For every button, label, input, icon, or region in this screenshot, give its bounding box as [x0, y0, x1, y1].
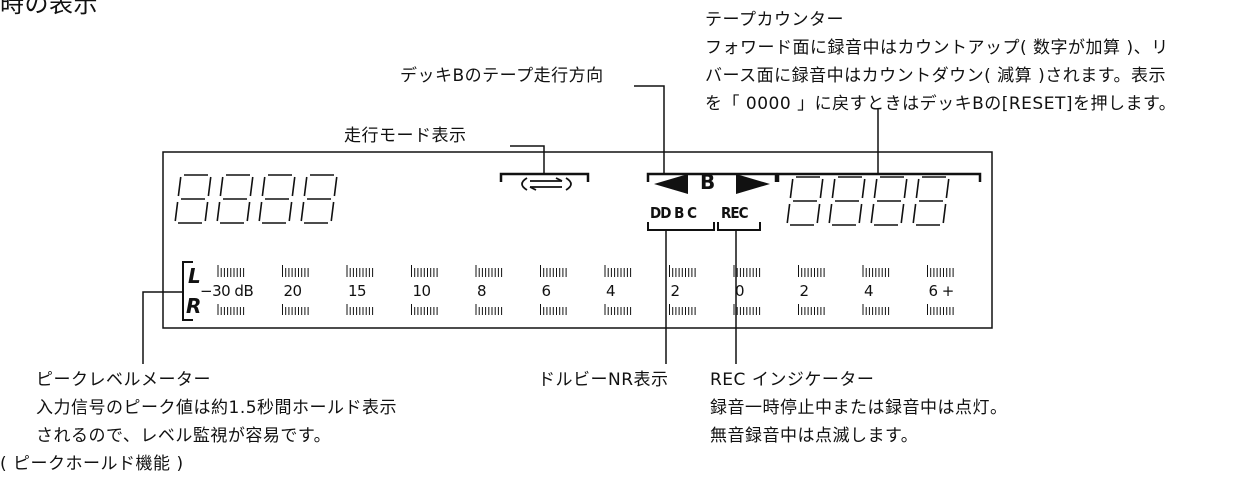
leader-peak-meter [142, 291, 183, 364]
rec-indicator-line-1: 録音一時停止中または録音中は点灯。 [710, 398, 1008, 418]
meter-scale-label: 2 [670, 282, 681, 300]
meter-scale-label: 6 + [928, 282, 955, 300]
meter-segment-12 [927, 265, 954, 315]
meter-segment-4 [411, 265, 438, 315]
left-counter-digit-1 [174, 174, 212, 224]
right-counter-digits [786, 176, 950, 226]
meter-segment-5 [475, 265, 503, 315]
run-mode-label: 走行モード表示 [344, 126, 467, 146]
rec-bracket [717, 222, 761, 231]
left-counter-digit-4 [300, 174, 338, 224]
counter-bracket [776, 172, 982, 182]
meter-segment-11 [862, 265, 890, 315]
left-counter-digit-3 [258, 174, 296, 224]
meter-segment-1 [217, 265, 245, 315]
channel-left-label: L [188, 264, 201, 288]
deck-b-label: B [700, 170, 716, 194]
deck-b-bracket [646, 172, 778, 182]
reverse-arrow-icon [654, 174, 688, 194]
leader-lines [142, 85, 879, 364]
dolby-bracket [647, 222, 715, 231]
meter-scale-label: 4 [606, 282, 616, 300]
meter-segment-3 [346, 265, 374, 315]
left-counter-digit-2 [216, 174, 254, 224]
meter-scale-label: 2 [799, 282, 810, 300]
right-counter-digit-4 [912, 176, 950, 226]
leader-deck-b [634, 85, 665, 174]
peak-meter-line-2: されるので、レベル監視が容易です。 [36, 426, 332, 446]
lr-bracket [182, 261, 193, 321]
right-counter-digit-1 [786, 176, 824, 226]
meter-scale-label: 8 [477, 282, 487, 300]
rec-indicator-annotation: REC インジケーター 録音一時停止中または録音中は点灯。 無音録音中は点滅しま… [710, 366, 1008, 450]
leader-run-mode [510, 145, 545, 174]
peak-meter-line-1: 入力信号のピーク値は約1.5秒間ホールド表示 [36, 398, 398, 418]
meter-scale-label: 20 [283, 282, 303, 300]
deck-b-direction-label: デッキBのテープ走行方向 [400, 66, 604, 86]
channel-right-label: R [186, 294, 202, 318]
meter-segment-6 [540, 265, 567, 315]
meter-scale-label: 4 [864, 282, 874, 300]
rec-badge: REC [721, 204, 749, 222]
dolby-nr-label: ドルビーNR表示 [538, 370, 669, 390]
level-meter-ticks [217, 265, 954, 315]
tape-counter-line-3: を「 0000 」に戻すときはデッキBの[RESET]を押します。 [705, 94, 1177, 114]
meter-scale-label: 6 [541, 282, 552, 300]
meter-segment-7 [604, 265, 632, 315]
meter-segment-8 [669, 265, 696, 315]
meter-scale-label: −30 dB [200, 282, 254, 300]
page-title: 時の表示 [0, 0, 98, 18]
meter-scale-label: 10 [412, 282, 432, 300]
tape-counter-annotation: テープカウンター フォワード面に録音中はカウントアップ( 数字が加算 )、リ バ… [705, 6, 1176, 118]
tape-counter-line-1: フォワード面に録音中はカウントアップ( 数字が加算 )、リ [705, 38, 1169, 58]
meter-segment-10 [798, 265, 825, 315]
left-counter-digits [174, 174, 338, 224]
run-mode-icon [521, 177, 572, 191]
display-panel [162, 151, 993, 329]
tape-counter-heading: テープカウンター [705, 10, 844, 30]
dolby-nr-badge: DD B C [650, 204, 697, 222]
rec-indicator-heading: REC インジケーター [710, 370, 875, 390]
peak-meter-line-3: ( ピークホールド機能 ) [0, 454, 184, 474]
forward-arrow-icon [736, 174, 770, 194]
right-counter-digit-2 [828, 176, 866, 226]
meter-segment-2 [282, 265, 309, 315]
meter-segment-9 [733, 265, 761, 315]
rec-indicator-line-2: 無音録音中は点滅します。 [710, 426, 919, 446]
peak-meter-heading: ピークレベルメーター [36, 370, 211, 390]
right-counter-digit-3 [870, 176, 908, 226]
tape-counter-line-2: バース面に録音中はカウントダウン( 減算 )されます。表示 [705, 66, 1167, 86]
meter-scale-label: 0 [735, 282, 745, 300]
peak-meter-annotation: ピークレベルメーター 入力信号のピーク値は約1.5秒間ホールド表示 されるので、… [0, 366, 398, 478]
meter-scale-label: 15 [348, 282, 367, 300]
